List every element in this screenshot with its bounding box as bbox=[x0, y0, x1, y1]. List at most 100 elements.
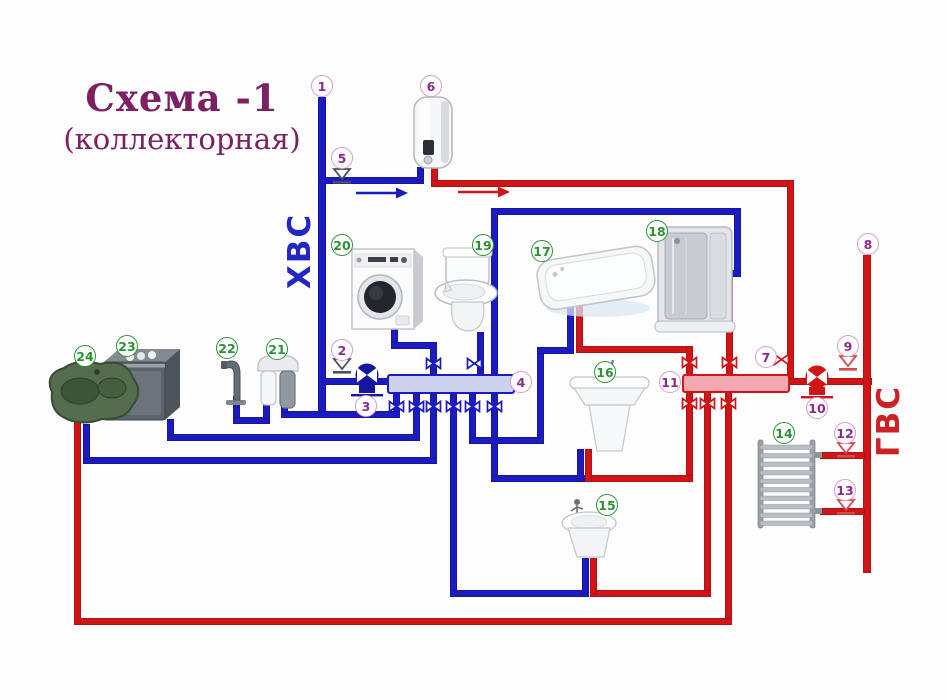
faucet-u-up bbox=[263, 403, 270, 419]
bidet-hot-stub bbox=[590, 558, 597, 594]
bathtub-figure bbox=[536, 245, 656, 317]
hot-out2 bbox=[704, 389, 711, 597]
tub-hot-drop bbox=[686, 346, 693, 375]
washer-run bbox=[391, 342, 437, 349]
water-heater-figure bbox=[413, 96, 453, 169]
tub-cold-low-run bbox=[469, 437, 544, 444]
towel-branch-bottom bbox=[820, 508, 865, 515]
callout-7-valve-hot-supply: 7 bbox=[755, 346, 777, 368]
check-valve-icon bbox=[835, 499, 857, 520]
kitchen-sink-figure bbox=[48, 360, 140, 424]
shutoff-valve-icon bbox=[699, 395, 716, 414]
bidet-cold-drop bbox=[450, 389, 457, 595]
callout-13-check-valve-towel-bottom: 13 bbox=[834, 479, 856, 501]
callout-12-check-valve-towel-top: 12 bbox=[834, 422, 856, 444]
shower-hot-drop bbox=[726, 277, 733, 375]
shutoff-valve-icon bbox=[445, 398, 462, 417]
shower-hot-jog bbox=[714, 277, 733, 284]
callout-6-water-heater: 6 bbox=[420, 75, 442, 97]
collector-out2 bbox=[413, 389, 420, 441]
riser-to-collector bbox=[322, 378, 388, 385]
cold-riser-label: ХВС bbox=[282, 212, 318, 290]
callout-5-check-valve-main: 5 bbox=[331, 147, 353, 169]
callout-9-check-valve-hot: 9 bbox=[837, 335, 859, 357]
filter-run bbox=[281, 411, 400, 418]
shutoff-valve-icon bbox=[721, 354, 738, 373]
shutoff-valve-icon bbox=[425, 355, 442, 374]
hot-collector-manifold bbox=[682, 374, 790, 393]
callout-23-dishwasher: 23 bbox=[116, 335, 138, 357]
callout-18-shower-cabin: 18 bbox=[646, 220, 668, 242]
washbasin-hot-run bbox=[585, 475, 693, 482]
callout-3-ball-valve-cold: 3 bbox=[355, 395, 377, 417]
callout-8-hot-water-riser: 8 bbox=[857, 233, 879, 255]
cold-collector-manifold bbox=[387, 374, 515, 394]
callout-2-check-valve-cold: 2 bbox=[331, 339, 353, 361]
callout-17-bathtub: 17 bbox=[531, 240, 553, 262]
hot-bottom-main bbox=[74, 618, 732, 625]
hot-supply-drop bbox=[787, 180, 794, 385]
washer-drop bbox=[430, 342, 437, 375]
shower-cold-jog bbox=[714, 270, 741, 277]
cold-to-boiler bbox=[318, 177, 424, 184]
callout-22-kitchen-faucet: 22 bbox=[216, 337, 238, 359]
shutoff-valve-icon bbox=[466, 355, 483, 374]
shutoff-valve-icon bbox=[681, 354, 698, 373]
bidet-cold-stub bbox=[582, 558, 589, 594]
tub-cold-mid bbox=[537, 347, 544, 444]
kitchen-faucet-figure bbox=[221, 360, 246, 405]
title-line1: Схема -1 bbox=[85, 76, 279, 120]
collector-out1 bbox=[393, 389, 400, 418]
dishwasher-stub bbox=[167, 419, 174, 436]
tub-cold-stub bbox=[567, 305, 574, 351]
ball-valve-icon bbox=[347, 363, 387, 401]
toilet-figure bbox=[434, 247, 498, 332]
tub-cold-drop bbox=[469, 389, 476, 442]
shutoff-valve-icon bbox=[681, 395, 698, 414]
callout-21-water-filter: 21 bbox=[266, 338, 288, 360]
tub-cold-up-run bbox=[537, 347, 574, 354]
collector-out3 bbox=[430, 389, 437, 462]
washing-machine-figure bbox=[351, 248, 423, 330]
shutoff-valve-icon bbox=[408, 398, 425, 417]
toilet-drop bbox=[477, 332, 484, 375]
collector-to-riser bbox=[786, 378, 872, 385]
boiler-outlet-stub bbox=[431, 167, 438, 183]
callout-24-kitchen-sink: 24 bbox=[74, 345, 96, 367]
ball-valve-icon bbox=[797, 365, 837, 403]
washbasin-figure bbox=[569, 359, 650, 452]
bidet-figure bbox=[561, 499, 617, 558]
boiler-inlet-stub bbox=[417, 167, 424, 181]
washer-stub bbox=[391, 325, 398, 349]
cold-end-vertical bbox=[491, 208, 498, 482]
shower-cold-drop bbox=[734, 208, 741, 277]
filter-stub bbox=[281, 403, 288, 413]
bidet-cold-run bbox=[450, 590, 589, 597]
cold-flow-arrow bbox=[356, 185, 410, 204]
title-line2: (коллекторная) bbox=[63, 122, 301, 156]
washbasin-hot-stub bbox=[585, 449, 592, 482]
towel-branch-top bbox=[820, 452, 865, 459]
callout-4-cold-collector: 4 bbox=[510, 371, 532, 393]
hot-flow-arrow bbox=[458, 184, 512, 203]
shutoff-valve-icon bbox=[425, 398, 442, 417]
check-valve-icon bbox=[331, 358, 353, 379]
callout-15-bidet: 15 bbox=[596, 494, 618, 516]
shower-cabin-figure bbox=[654, 226, 736, 333]
shutoff-valve-icon bbox=[464, 398, 481, 417]
shutoff-valve-icon bbox=[720, 395, 737, 414]
hot-riser-label: ГВС bbox=[871, 384, 907, 458]
callout-14-towel-warmer: 14 bbox=[773, 422, 795, 444]
washbasin-cold-run bbox=[491, 475, 585, 482]
hot-out1 bbox=[686, 389, 693, 482]
dishwasher-figure bbox=[103, 349, 180, 421]
check-valve-icon bbox=[835, 442, 857, 463]
dishwasher-run bbox=[167, 434, 420, 441]
callout-10-ball-valve-hot: 10 bbox=[806, 397, 828, 419]
check-valve-icon bbox=[331, 168, 353, 189]
hot-out3 bbox=[725, 389, 732, 625]
tub-hot-stub bbox=[576, 305, 583, 352]
callout-19-toilet: 19 bbox=[472, 234, 494, 256]
hot-top-main bbox=[431, 180, 794, 187]
